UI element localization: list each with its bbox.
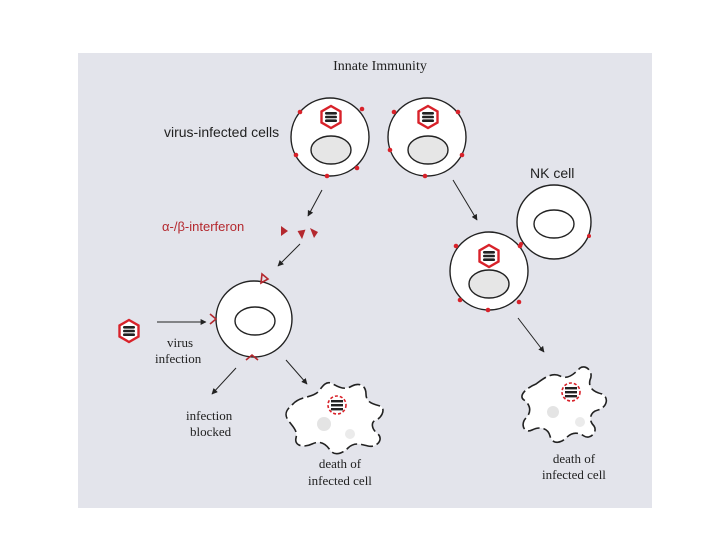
death-left-label-2: infected cell	[308, 473, 372, 488]
infected-cell-right	[387, 97, 467, 179]
arrow-to-death-right	[517, 317, 545, 353]
virus-infection-label-2: infection	[155, 351, 202, 366]
interferon-protected-cell	[209, 272, 293, 361]
nk-cell	[516, 184, 592, 260]
arrow-to-blocked	[211, 367, 237, 395]
infected-cell-left	[290, 97, 370, 179]
arrow-to-death-left	[285, 359, 308, 385]
virus-icon	[478, 243, 500, 269]
death-right-label-2: infected cell	[542, 467, 606, 482]
arrow-to-nk-target	[452, 179, 478, 221]
arrow-to-interferon	[307, 189, 323, 217]
infection-blocked-label-1: infection	[186, 408, 233, 423]
death-right-label-1: death of	[553, 451, 596, 466]
dying-cell-right	[521, 366, 608, 444]
free-virus-icon	[118, 318, 140, 344]
infected-cells-label: virus-infected cells	[164, 124, 279, 140]
virus-icon	[320, 104, 342, 130]
arrow-to-protected-cell	[277, 243, 301, 267]
virus-infection-label-1: virus	[167, 335, 193, 350]
interferon-label: α-/β-interferon	[162, 219, 244, 234]
virus-icon	[417, 104, 439, 130]
infection-blocked-label-2: blocked	[190, 424, 232, 439]
dying-cell-left	[285, 381, 384, 455]
death-left-label-1: death of	[319, 456, 362, 471]
nk-cell-label: NK cell	[530, 165, 574, 181]
nk-target-cell	[449, 231, 529, 313]
interferon-molecules	[281, 226, 318, 240]
title: Innate Immunity	[333, 59, 427, 74]
